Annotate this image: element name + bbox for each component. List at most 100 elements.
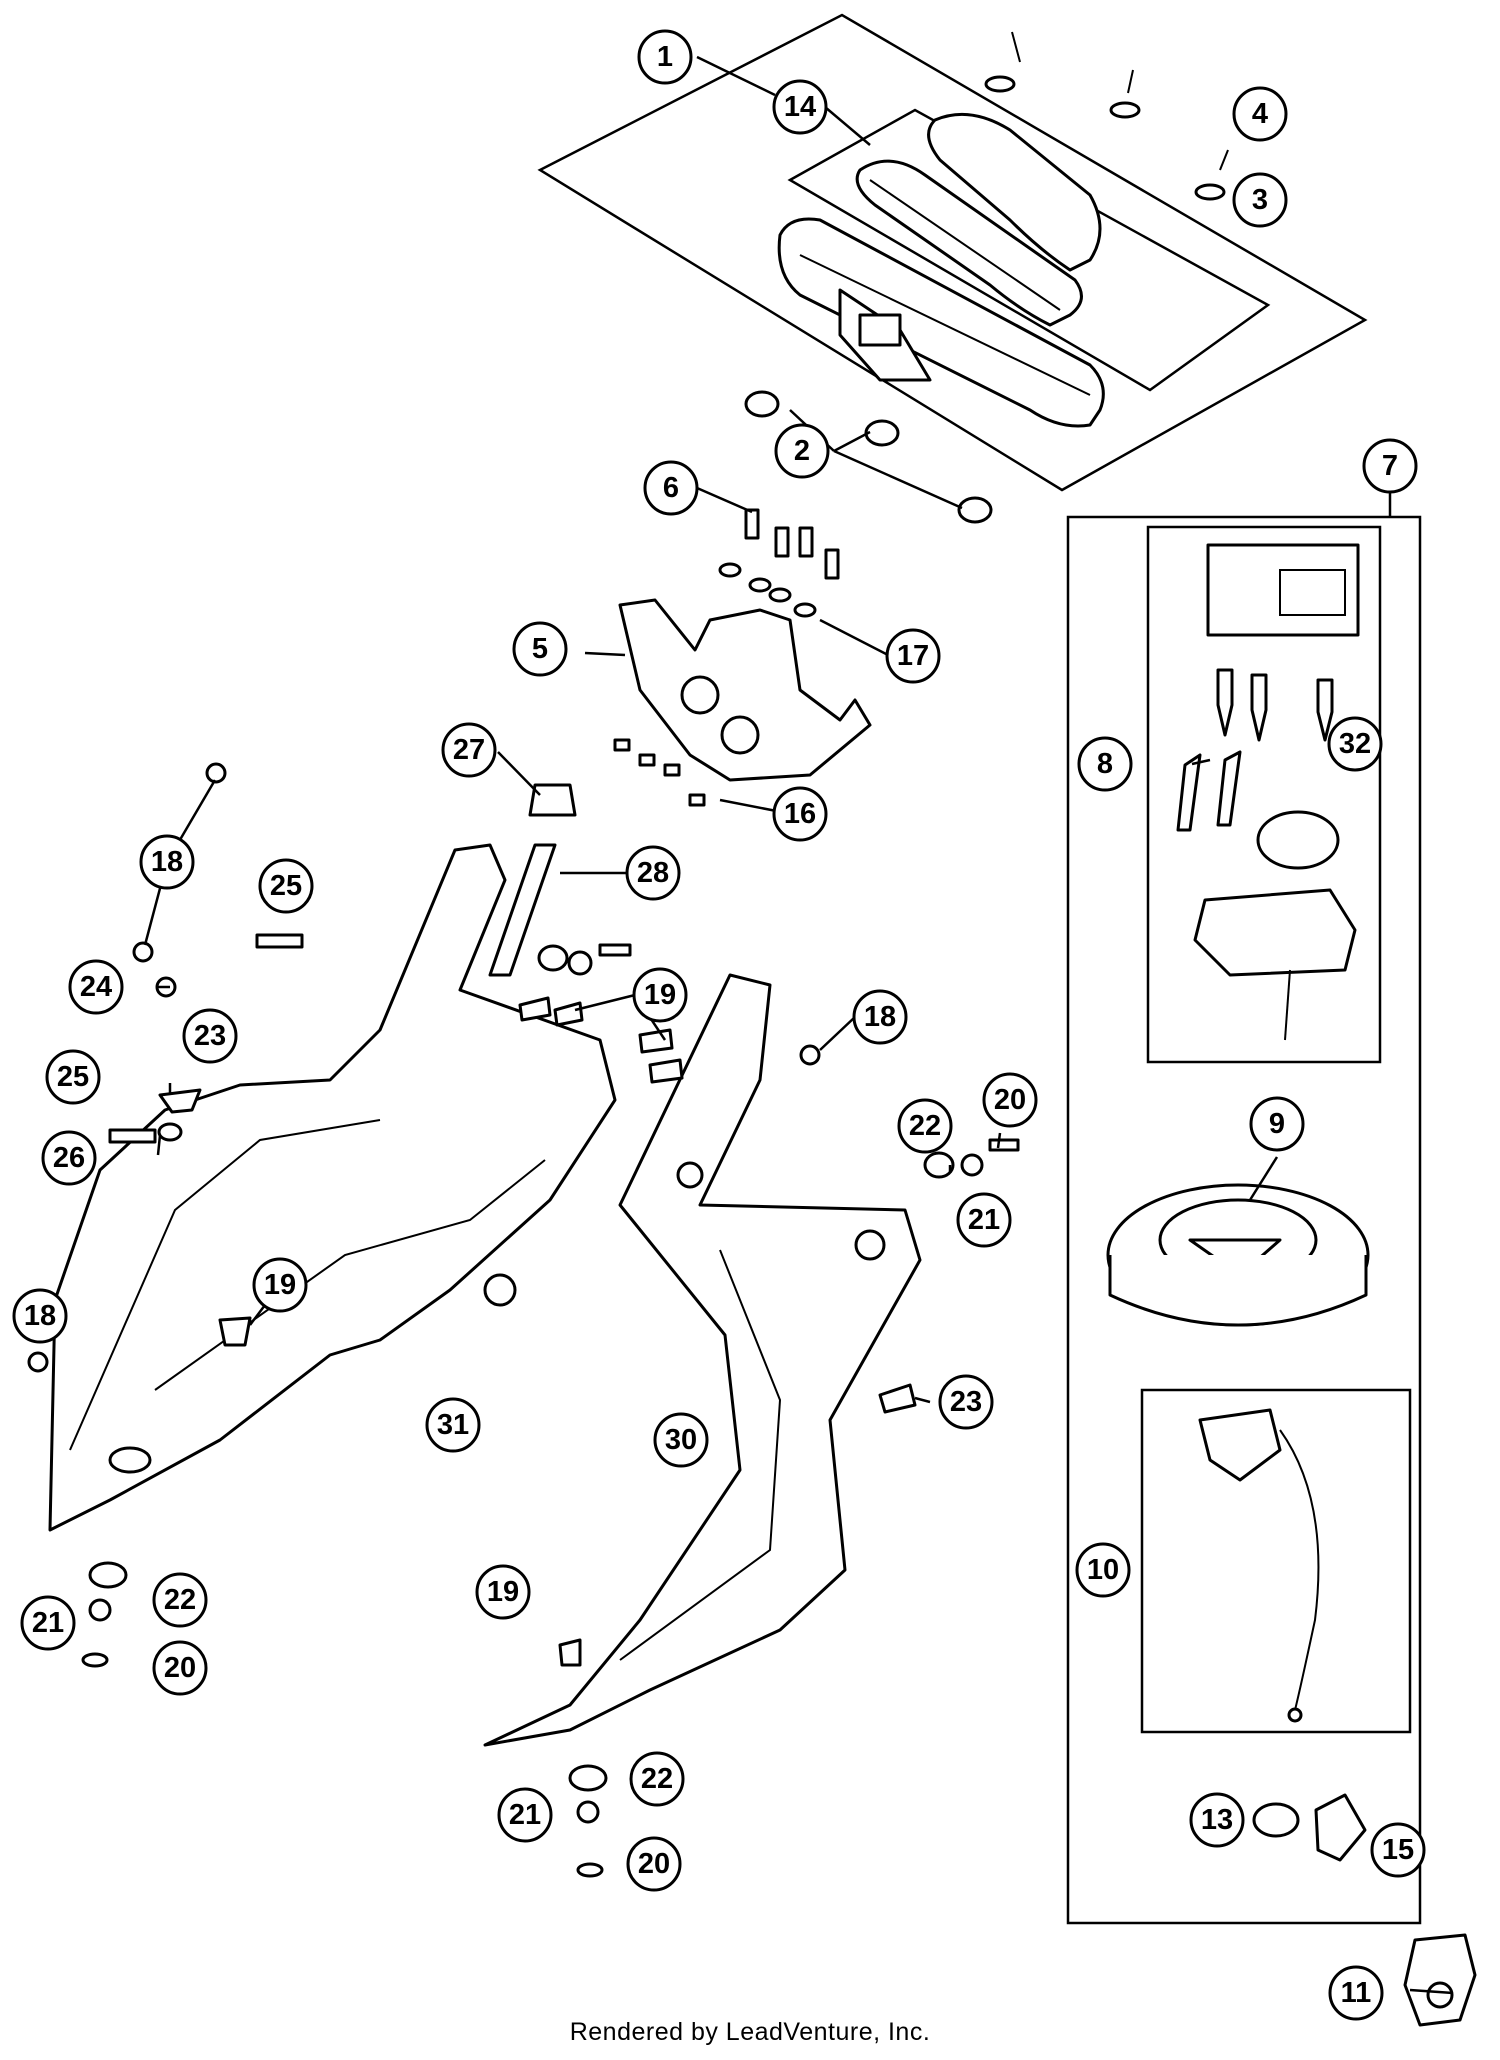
svg-text:5: 5 <box>532 633 548 665</box>
instrument-bracket <box>613 508 872 807</box>
svg-text:3: 3 <box>1252 184 1268 216</box>
group-10-box <box>1140 1388 1412 1734</box>
svg-text:25: 25 <box>57 1061 89 1093</box>
callout-22-left: 22 <box>152 1572 208 1628</box>
callout-10: 10 <box>1075 1542 1131 1598</box>
svg-text:21: 21 <box>32 1607 64 1639</box>
svg-text:1: 1 <box>657 41 673 73</box>
svg-text:15: 15 <box>1382 1834 1414 1866</box>
svg-text:8: 8 <box>1097 748 1113 780</box>
screws-3-4 <box>984 31 1229 201</box>
callout-19-bottom: 19 <box>475 1564 531 1620</box>
svg-text:20: 20 <box>164 1652 196 1684</box>
svg-text:22: 22 <box>164 1584 196 1616</box>
callout-18-top: 18 <box>139 834 195 890</box>
right-side-cover <box>483 973 922 1747</box>
svg-text:20: 20 <box>994 1084 1026 1116</box>
svg-text:7: 7 <box>1382 450 1398 482</box>
callout-1: 1 <box>637 29 693 85</box>
lock-cylinder <box>1252 1793 1367 1862</box>
callout-8: 8 <box>1077 736 1133 792</box>
svg-text:11: 11 <box>1341 1977 1372 2009</box>
svg-text:30: 30 <box>665 1424 697 1456</box>
leader-lines <box>143 55 1454 1995</box>
svg-text:28: 28 <box>637 857 669 889</box>
svg-text:31: 31 <box>437 1409 469 1441</box>
svg-text:10: 10 <box>1087 1554 1119 1586</box>
svg-text:20: 20 <box>638 1848 670 1880</box>
fuel-cap <box>1106 1183 1370 1327</box>
svg-text:22: 22 <box>909 1110 941 1142</box>
svg-text:19: 19 <box>487 1576 519 1608</box>
callout-14: 14 <box>772 79 828 135</box>
part-11 <box>1403 1933 1477 2027</box>
svg-text:9: 9 <box>1269 1108 1285 1140</box>
lock-cable <box>1198 1408 1320 1723</box>
callout-23-right: 23 <box>938 1374 994 1430</box>
svg-text:32: 32 <box>1339 728 1371 760</box>
svg-text:26: 26 <box>53 1142 85 1174</box>
callout-3: 3 <box>1232 172 1288 228</box>
callout-18-right: 18 <box>852 989 908 1045</box>
callout-11: 11 <box>1328 1965 1384 2021</box>
callout-26: 26 <box>41 1130 97 1186</box>
callout-23-left: 23 <box>182 1008 238 1064</box>
svg-text:13: 13 <box>1201 1804 1233 1836</box>
callout-30: 30 <box>653 1412 709 1468</box>
callout-24: 24 <box>68 959 124 1015</box>
svg-text:22: 22 <box>641 1763 673 1795</box>
svg-text:18: 18 <box>24 1300 56 1332</box>
callout-19-left: 19 <box>252 1257 308 1313</box>
svg-text:25: 25 <box>270 870 302 902</box>
footer-credit: Rendered by LeadVenture, Inc. <box>569 2018 931 2046</box>
callout-21-right: 21 <box>956 1192 1012 1248</box>
instrument-bezel <box>855 112 1102 327</box>
instrument-cluster <box>777 217 1105 428</box>
callout-5: 5 <box>512 621 568 677</box>
group-8-box <box>1146 525 1382 1064</box>
svg-text:4: 4 <box>1252 98 1268 130</box>
callout-17: 17 <box>885 628 941 684</box>
callout-19-top: 19 <box>632 967 688 1023</box>
svg-text:19: 19 <box>264 1269 296 1301</box>
callout-6: 6 <box>643 460 699 516</box>
grommets-2 <box>744 390 993 524</box>
callout-7: 7 <box>1362 438 1418 494</box>
svg-text:17: 17 <box>897 640 929 672</box>
callout-20-right: 20 <box>982 1072 1038 1128</box>
callout-22-bottom: 22 <box>629 1751 685 1807</box>
svg-text:18: 18 <box>151 846 183 878</box>
callout-32: 32 <box>1327 716 1383 772</box>
callout-31: 31 <box>425 1397 481 1453</box>
group-7-box <box>1066 515 1422 1925</box>
callout-9: 9 <box>1249 1096 1305 1152</box>
svg-text:24: 24 <box>80 971 112 1003</box>
key-set <box>1176 543 1360 1041</box>
svg-text:14: 14 <box>784 91 816 123</box>
svg-text:21: 21 <box>509 1799 541 1831</box>
callout-28: 28 <box>625 845 681 901</box>
svg-text:18: 18 <box>864 1001 896 1033</box>
svg-text:16: 16 <box>784 798 816 830</box>
callout-21-bottom: 21 <box>497 1787 553 1843</box>
callout-25-left: 25 <box>45 1049 101 1105</box>
callout-20-bottom: 20 <box>626 1836 682 1892</box>
callout-21-left: 21 <box>20 1595 76 1651</box>
callout-20-left: 20 <box>152 1640 208 1696</box>
assembly-14-outline <box>787 108 1271 392</box>
callout-27: 27 <box>441 722 497 778</box>
pad-28 <box>488 843 557 977</box>
svg-text:23: 23 <box>950 1386 982 1418</box>
callout-15: 15 <box>1370 1822 1426 1878</box>
svg-text:21: 21 <box>968 1204 1000 1236</box>
callout-4: 4 <box>1232 86 1288 142</box>
callout-22-right: 22 <box>897 1098 953 1154</box>
svg-text:27: 27 <box>453 734 485 766</box>
svg-text:2: 2 <box>794 435 810 467</box>
callout-16: 16 <box>772 786 828 842</box>
callout-18-left: 18 <box>12 1288 68 1344</box>
svg-text:6: 6 <box>663 472 679 504</box>
hardware <box>27 762 1020 1878</box>
callout-2: 2 <box>774 423 830 479</box>
